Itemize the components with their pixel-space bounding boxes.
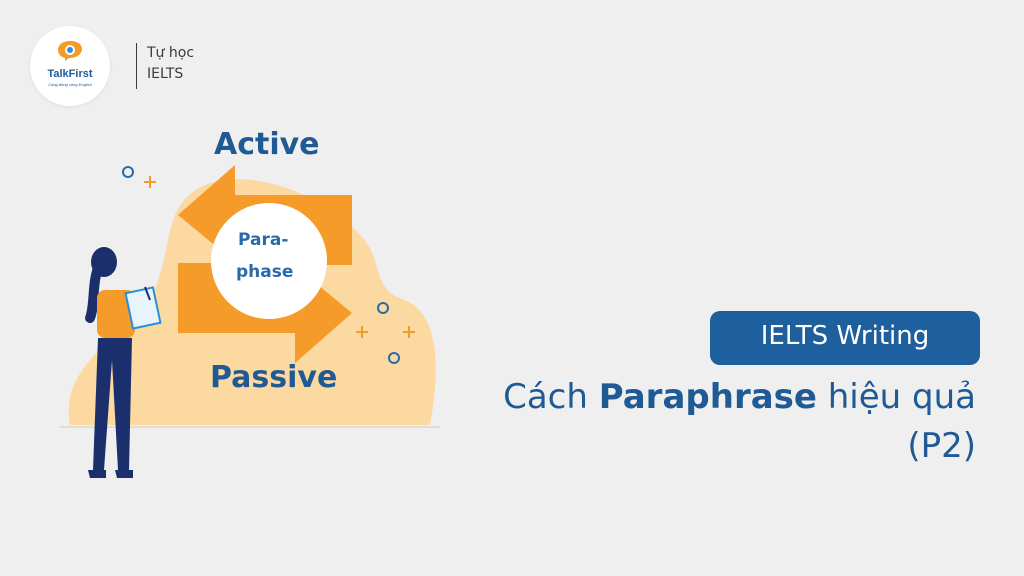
plus-icon — [403, 326, 415, 338]
center-circle — [211, 203, 327, 319]
passive-label: Passive — [210, 360, 338, 395]
logo-tagline: Cộng đồng cộng English — [48, 82, 92, 87]
plus-icon — [356, 326, 368, 338]
ring-icon — [377, 302, 389, 314]
brand-line-2: IELTS — [147, 66, 184, 82]
ielts-writing-badge: IELTS Writing — [710, 311, 980, 365]
speech-bubble-logo-icon — [58, 41, 82, 61]
plus-icon — [144, 176, 156, 188]
talkfirst-logo[interactable]: TalkFirst Cộng đồng cộng English — [30, 26, 110, 106]
article-title-part: (P2) — [907, 426, 976, 466]
center-label-line-2: phase — [236, 262, 294, 282]
active-label: Active — [214, 127, 320, 162]
header-divider — [136, 43, 137, 89]
title-suffix: hiệu quả — [816, 377, 976, 417]
logo-name: TalkFirst — [47, 68, 93, 80]
brand-line-1: Tự học — [147, 45, 195, 61]
title-prefix: Cách — [503, 377, 599, 417]
center-label-line-1: Para- — [238, 230, 289, 250]
ring-icon — [388, 352, 400, 364]
article-title: Cách Paraphrase hiệu quả — [503, 377, 976, 417]
title-highlight: Paraphrase — [598, 377, 817, 417]
woman-figure — [85, 247, 162, 478]
ring-icon — [122, 166, 134, 178]
badge-label: IELTS Writing — [760, 321, 930, 351]
paraphrase-illustration — [60, 165, 440, 478]
